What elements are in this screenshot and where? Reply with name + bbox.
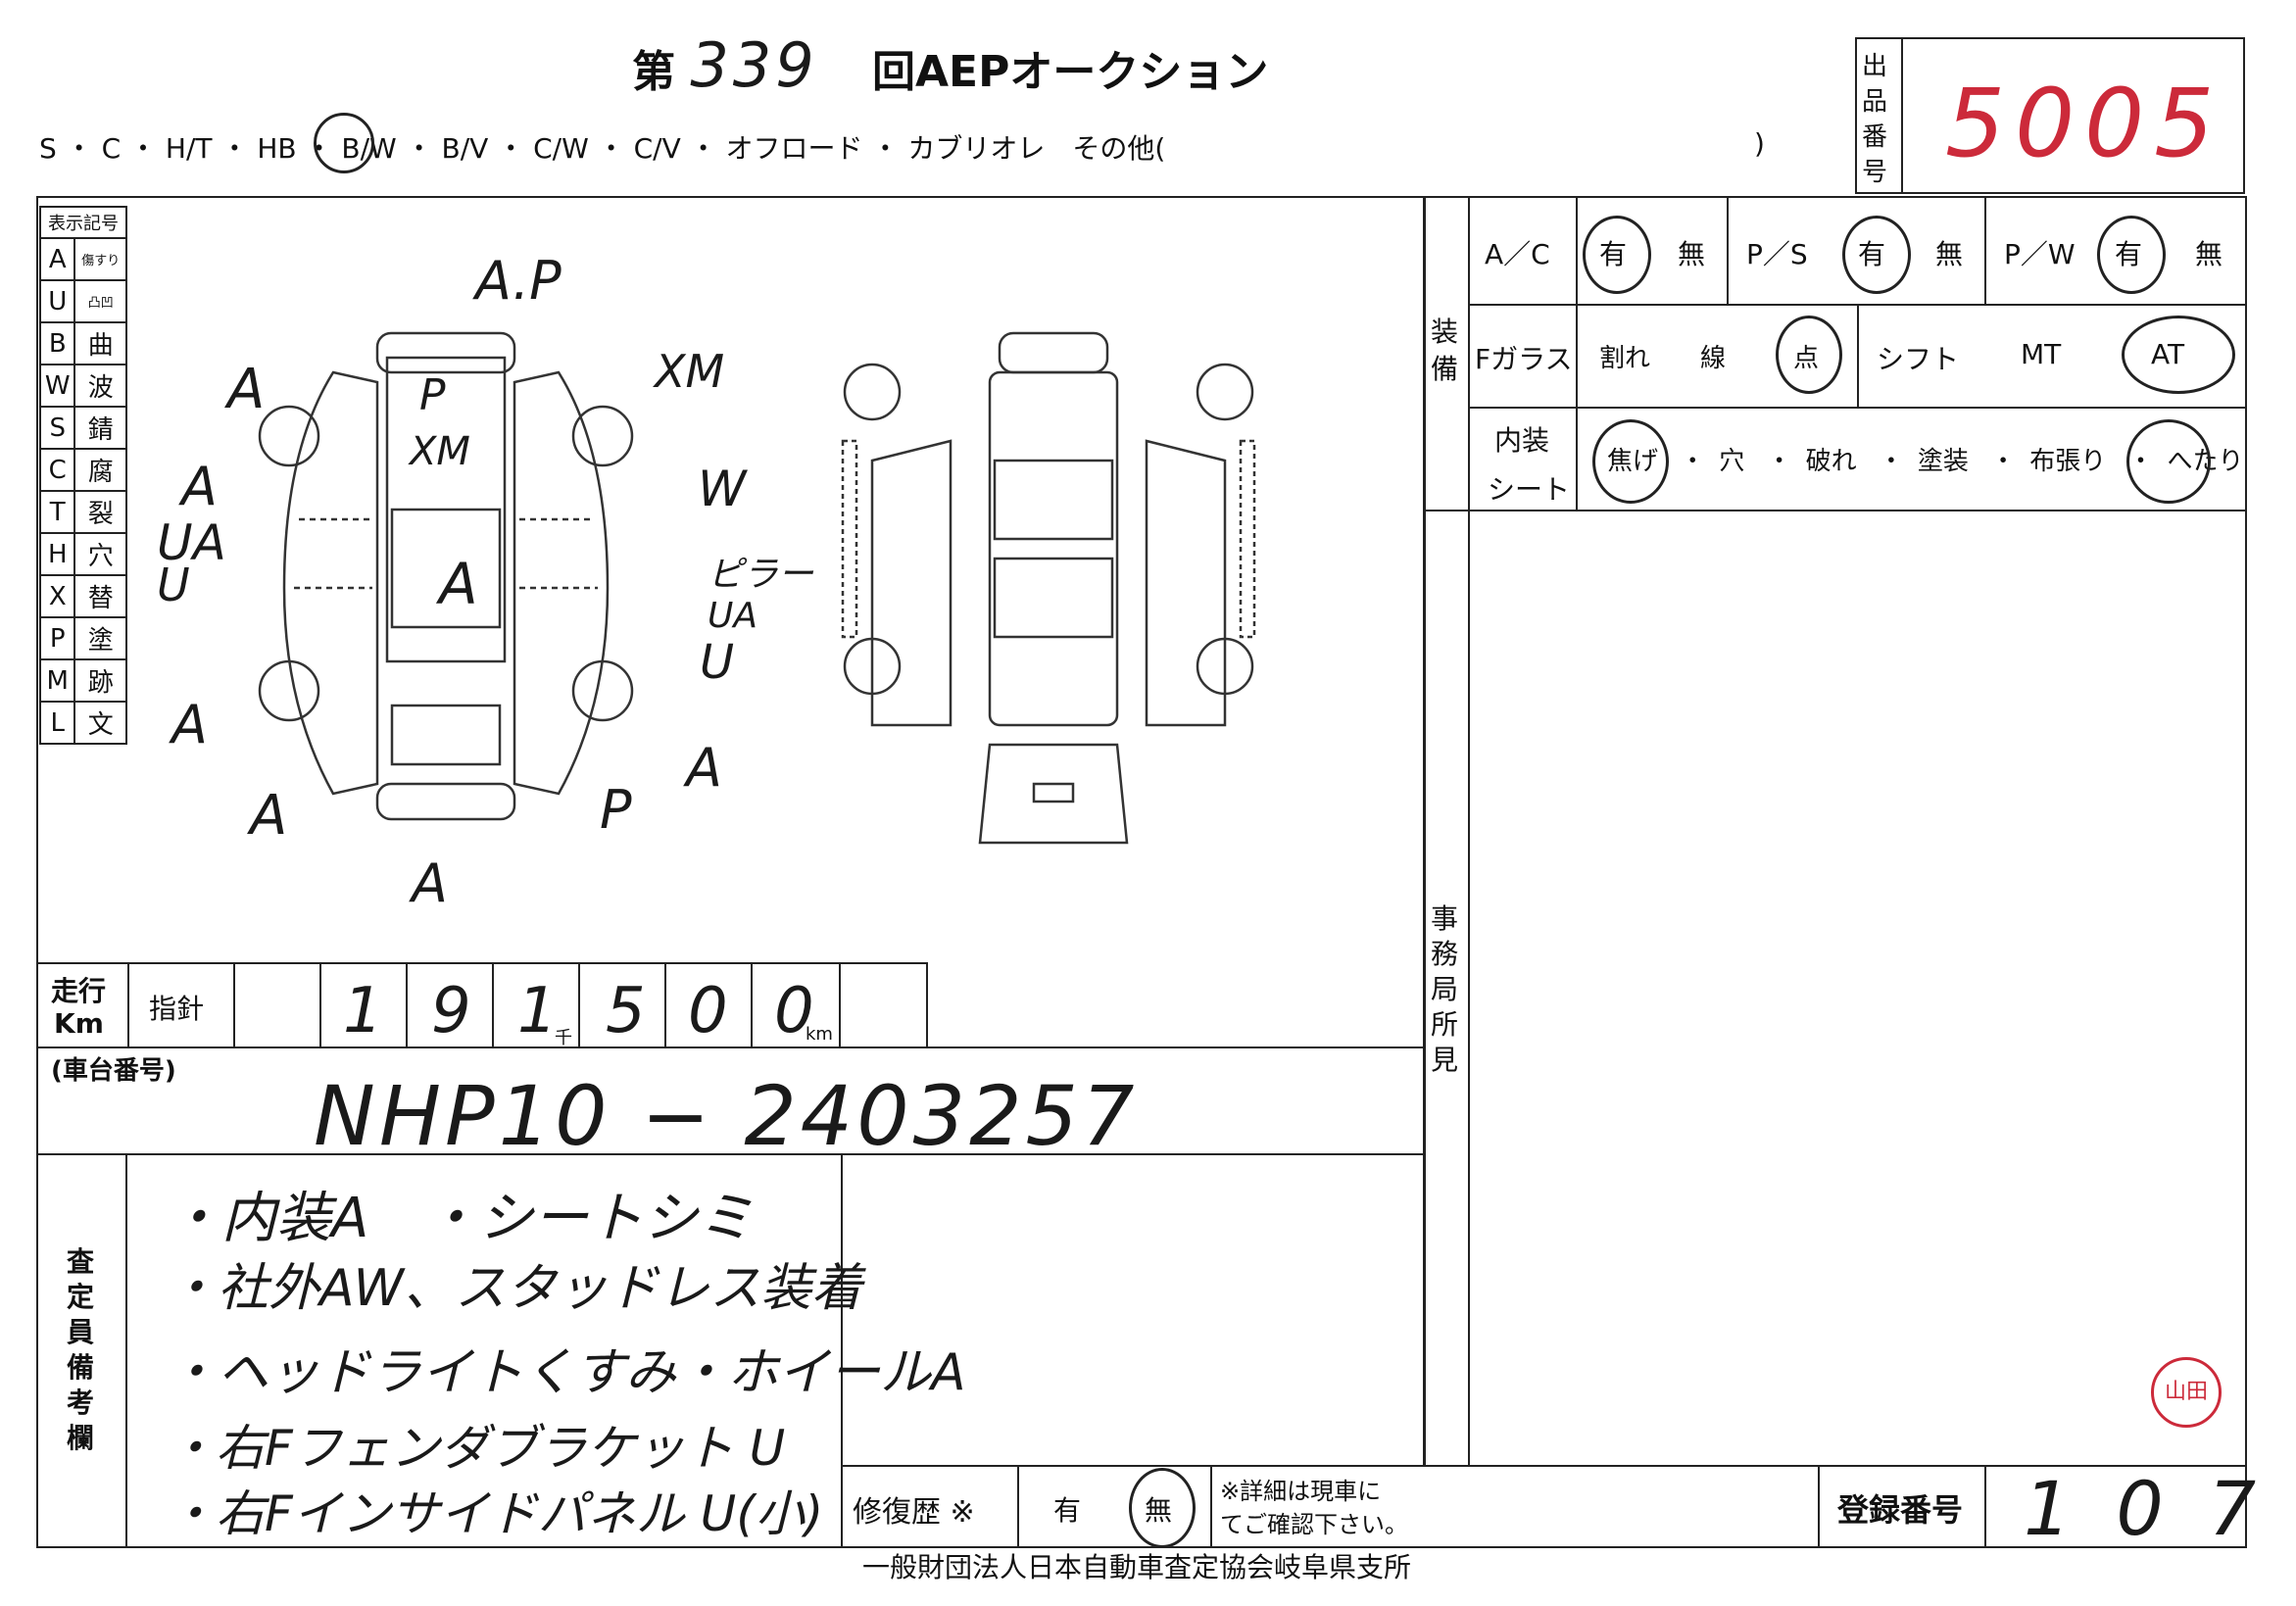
ps-label: P／S xyxy=(1746,238,1808,270)
seat-label: シート xyxy=(1488,473,1571,506)
damage-mark: A xyxy=(250,784,288,848)
pw-yes-circle xyxy=(2097,216,2166,294)
inspector-stamp: 山田 xyxy=(2151,1357,2222,1428)
damage-mark: P xyxy=(600,779,632,841)
ac-no: 無 xyxy=(1678,238,1706,270)
odometer-digit: 1 xyxy=(343,975,383,1047)
auction-title: 第 339 回AEPオークション xyxy=(632,29,1268,101)
sheet-frame xyxy=(36,196,2247,1548)
auction-number: 339 xyxy=(690,29,818,101)
mileage-unit: Km xyxy=(54,1007,104,1040)
damage-mark: ピラーUA xyxy=(708,555,814,636)
remark-line: ・ヘッドライトくすみ・ホイールA xyxy=(167,1343,966,1402)
odometer-digit: 9 xyxy=(431,975,471,1047)
title-prefix: 第 xyxy=(632,47,675,97)
remarks-label: 査定員備考欄 xyxy=(67,1245,95,1454)
repair-note: てご確認下さい。 xyxy=(1220,1511,1408,1538)
remark-line: ・右Fフェンダブラケット U xyxy=(167,1420,786,1477)
pw-no: 無 xyxy=(2195,238,2223,270)
damage-mark: A xyxy=(412,852,448,914)
damage-mark: W xyxy=(698,461,747,517)
lot-label: 出品番号 xyxy=(1862,52,1888,187)
lot-number-box xyxy=(1855,37,2245,194)
title-suffix: 回AEPオークション xyxy=(872,47,1269,97)
remark-line: ・右Fインサイドパネル U(小) xyxy=(167,1485,824,1542)
remark-line: ・社外AW、スタッドレス装着 xyxy=(167,1259,863,1318)
damage-mark: U xyxy=(157,559,190,611)
damage-mark: A xyxy=(227,358,266,421)
ps-no: 無 xyxy=(1935,238,1964,270)
interior-scorch-circle xyxy=(1592,419,1669,504)
damage-mark: A xyxy=(181,456,218,517)
repair-no-circle xyxy=(1129,1468,1196,1548)
car-diagram-cabin xyxy=(841,331,1256,845)
damage-mark: A.P xyxy=(475,250,562,312)
repair-history-label: 修復歴 ※ xyxy=(853,1495,975,1530)
odometer-digit: 1 xyxy=(517,975,558,1047)
ac-yes-circle xyxy=(1583,216,1651,294)
odometer-label: 指針 xyxy=(149,993,205,1025)
body-type-close: ) xyxy=(1754,127,1765,160)
equipment-label: 装備 xyxy=(1431,316,1459,385)
glass-dot-circle xyxy=(1776,316,1842,394)
glass-option: 割れ xyxy=(1599,344,1651,373)
damage-mark: A xyxy=(439,551,478,617)
odometer-digit: 0 xyxy=(688,975,728,1047)
odometer-digit: 5 xyxy=(606,975,646,1047)
glass-label: Fガラス xyxy=(1475,343,1573,375)
legend-title: 表示記号 xyxy=(39,206,127,239)
damage-mark: U xyxy=(700,635,735,690)
damage-mark: XM xyxy=(410,429,470,474)
body-type-hb-circle xyxy=(314,113,374,173)
damage-mark: A xyxy=(171,694,208,755)
registration-label: 登録番号 xyxy=(1837,1491,1964,1529)
shift-option: MT xyxy=(2021,338,2062,370)
mileage-label: 走行 xyxy=(51,975,107,1007)
chassis-label: (車台番号) xyxy=(51,1056,176,1086)
chassis-number: NHP10 − 2403257 xyxy=(314,1068,1139,1164)
shift-at-circle xyxy=(2122,316,2235,394)
ac-label: A／C xyxy=(1485,238,1550,270)
footer-issuer: 一般財団法人日本自動車査定協会岐阜県支所 xyxy=(862,1551,1412,1583)
car-diagram-exterior xyxy=(258,331,634,821)
registration-number: 107 xyxy=(2024,1465,2296,1552)
repair-note: ※詳細は現車に xyxy=(1220,1478,1382,1505)
thousand-mark: 千 xyxy=(555,1028,572,1048)
damage-mark: XM xyxy=(655,345,725,398)
shift-label: シフト xyxy=(1877,343,1960,375)
office-remarks-label: 事務局所見 xyxy=(1431,902,1459,1076)
repair-yes: 有 xyxy=(1053,1494,1082,1527)
damage-mark: P xyxy=(419,370,446,420)
odometer-digit: 0 xyxy=(774,975,814,1047)
ps-yes-circle xyxy=(1842,216,1911,294)
interior-sag-circle xyxy=(2126,419,2211,504)
interior-label: 内装 xyxy=(1494,424,1550,457)
km-mark: km xyxy=(806,1024,833,1045)
pw-label: P／W xyxy=(2004,238,2076,270)
damage-mark: A xyxy=(686,737,722,799)
body-type-options: S ・ C ・ H/T ・ HB ・ B/W ・ B/V ・ C/W ・ C/V… xyxy=(39,132,1166,165)
damage-mark: UA xyxy=(157,514,226,571)
glass-option: 線 xyxy=(1700,344,1727,373)
lot-number: 5005 xyxy=(1945,69,2224,178)
remark-line: ・内装A ・シートシミ xyxy=(167,1187,754,1250)
